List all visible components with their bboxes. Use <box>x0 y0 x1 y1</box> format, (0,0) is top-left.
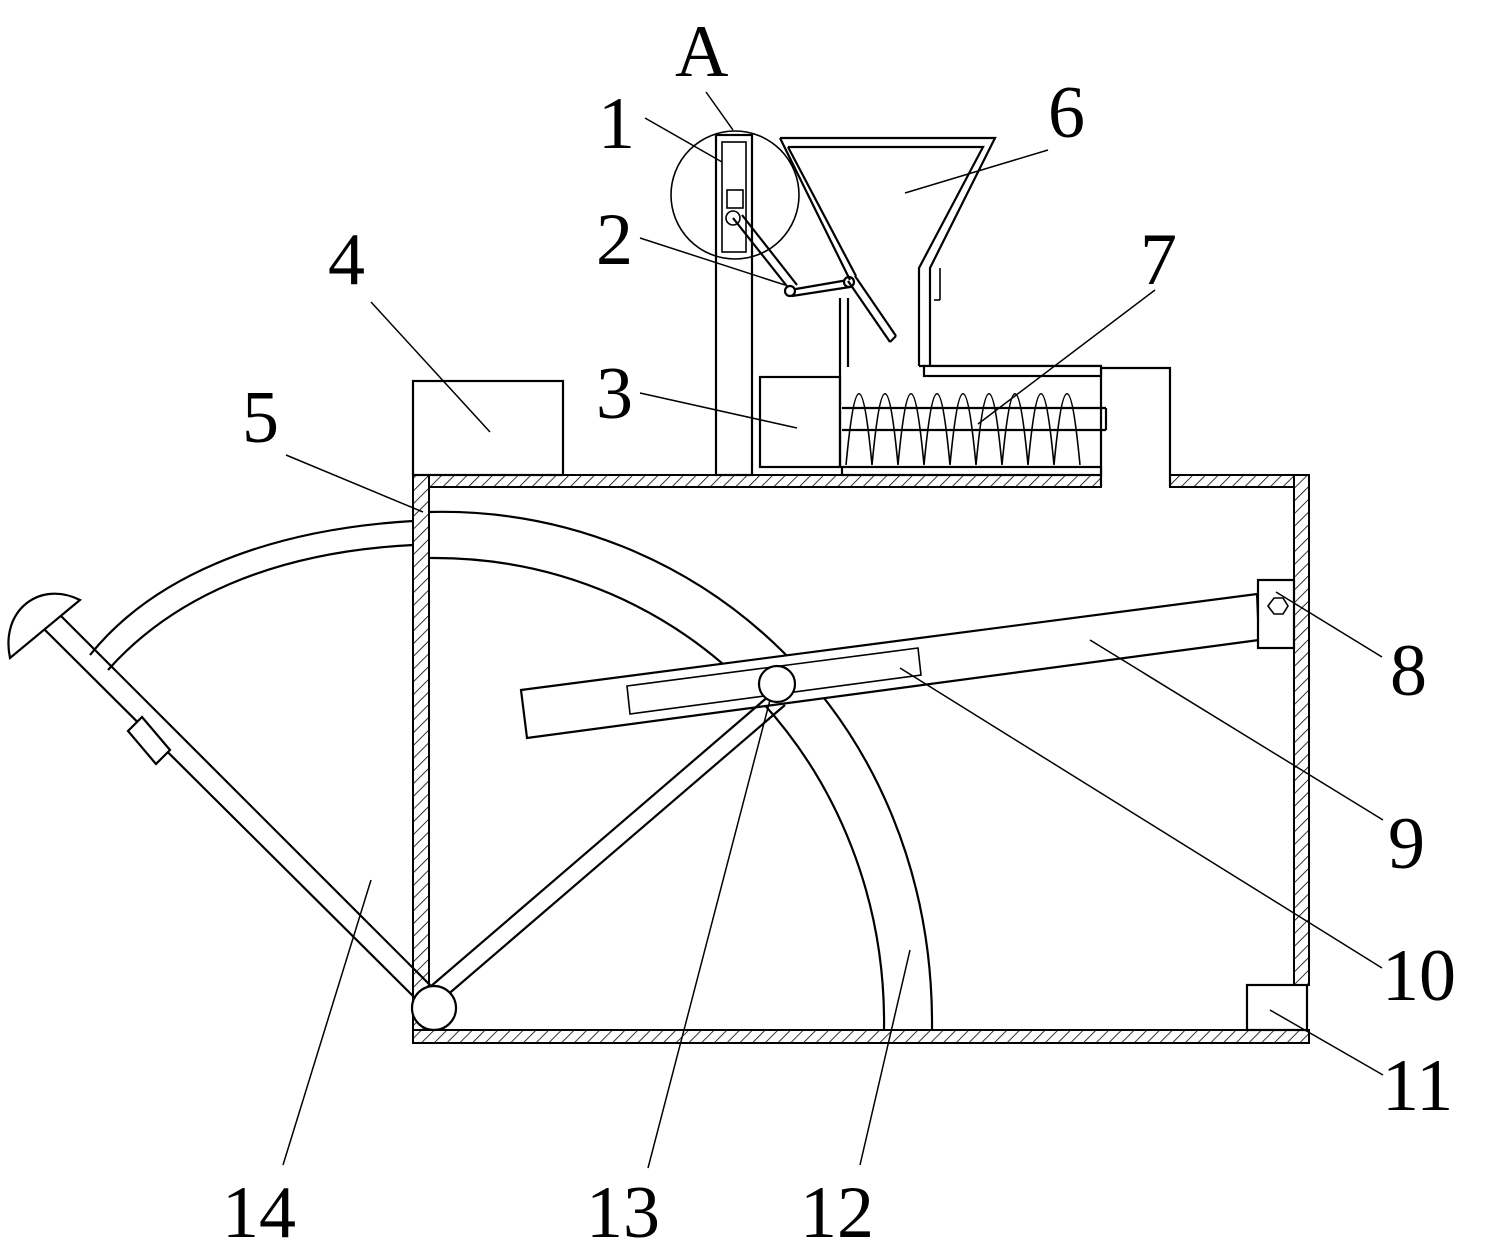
sensor-block-11 <box>1245 983 1309 1032</box>
lever-arm-9 <box>519 592 1261 740</box>
left-wall <box>412 474 430 1044</box>
label-4: 4 <box>328 219 365 301</box>
outlet-chute <box>1101 366 1172 487</box>
link-arm-2 <box>732 217 791 291</box>
label-12: 12 <box>800 1172 874 1251</box>
label-11: 11 <box>1382 1045 1453 1127</box>
label-14: 14 <box>222 1172 296 1251</box>
top-wall-right <box>1169 474 1310 488</box>
slide-slot-1 <box>721 141 747 253</box>
arc-inner <box>428 556 886 1031</box>
leader-lines <box>282 91 1384 1169</box>
top-wall-left <box>412 474 1102 488</box>
label-2: 2 <box>596 199 633 281</box>
motor-box-4 <box>411 379 565 477</box>
strut-upper <box>422 694 771 994</box>
strut-lower <box>437 704 786 1004</box>
label-9: 9 <box>1388 803 1425 885</box>
label-7: 7 <box>1140 219 1177 301</box>
pivot-wheel <box>410 984 458 1032</box>
label-8: 8 <box>1390 630 1427 712</box>
label-5: 5 <box>242 377 279 459</box>
bottom-wall <box>412 1029 1310 1044</box>
arc-outer <box>428 510 934 1031</box>
pin-13 <box>757 664 797 704</box>
label-6: 6 <box>1048 72 1085 154</box>
external-arc-outer <box>89 519 414 656</box>
label-10: 10 <box>1382 935 1456 1017</box>
housing-walls <box>412 474 1310 1044</box>
slot-10 <box>626 647 922 715</box>
right-wall <box>1293 474 1310 986</box>
external-arc-inner <box>107 543 414 671</box>
detail-circle-a <box>670 130 800 260</box>
label-3: 3 <box>596 353 633 435</box>
label-13: 13 <box>586 1172 660 1251</box>
label-a: A <box>675 11 728 93</box>
handle-14 <box>7 592 438 1006</box>
hopper-6 <box>779 136 1101 368</box>
label-1: 1 <box>598 83 635 165</box>
screw-conveyor-7 <box>840 364 1108 477</box>
